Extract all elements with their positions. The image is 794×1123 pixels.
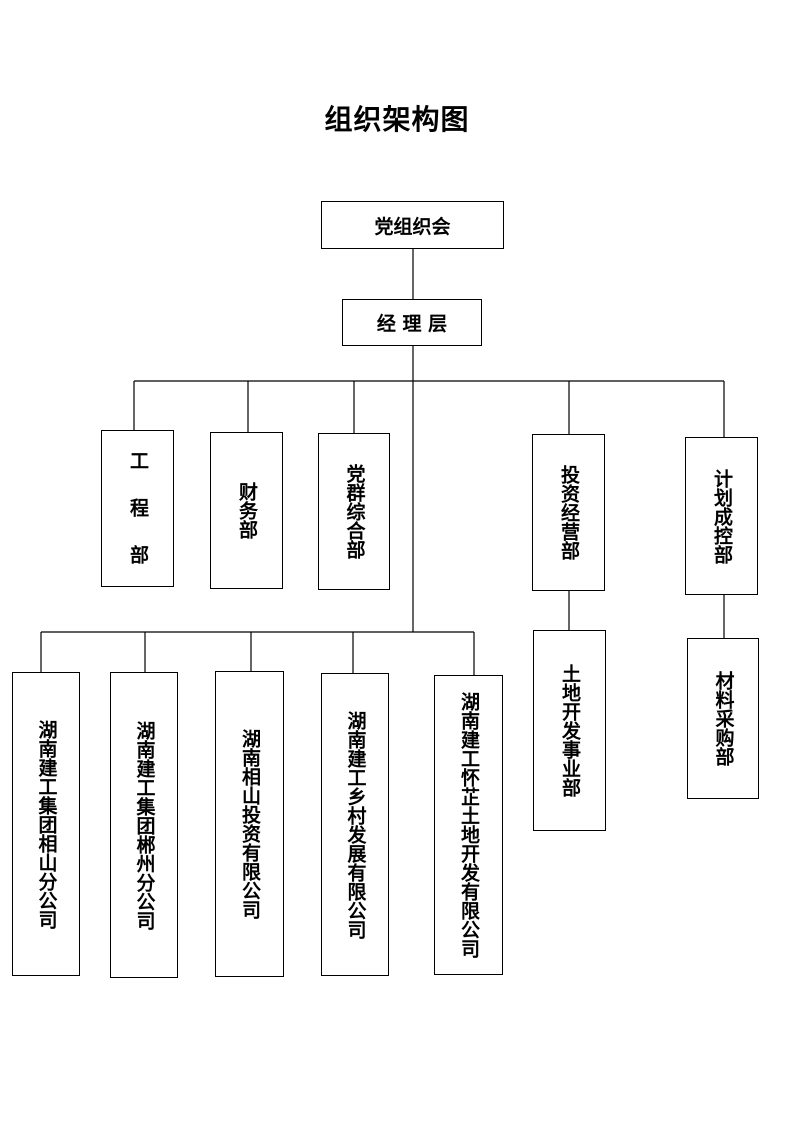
node-label: 经 理 层 xyxy=(376,313,448,335)
node-management: 经 理 层 xyxy=(342,299,482,346)
node-label: 工 程 部 xyxy=(127,450,149,567)
node-label: 湖南建工乡村发展有限公司 xyxy=(344,710,367,939)
node-label: 材料采购部 xyxy=(712,671,735,766)
node-label: 党群综合部 xyxy=(343,464,366,559)
node-label: 湖南建工集团郴州分公司 xyxy=(133,720,156,930)
node-label: 土地开发事业部 xyxy=(559,664,581,797)
node-label: 财务部 xyxy=(236,482,258,539)
node-land-development: 土地开发事业部 xyxy=(533,630,606,831)
node-investment: 投资经营部 xyxy=(532,434,605,591)
node-party-committee: 党组织会 xyxy=(321,201,504,249)
node-finance: 财务部 xyxy=(210,432,283,589)
node-huaizhi-land: 湖南建工怀芷土地开发有限公司 xyxy=(434,675,503,975)
node-label: 党组织会 xyxy=(374,215,451,238)
page-title: 组织架构图 xyxy=(324,103,470,136)
node-label: 湖南建工怀芷土地开发有限公司 xyxy=(458,692,480,958)
node-procurement: 材料采购部 xyxy=(687,638,759,799)
node-planning-cost: 计划成控部 xyxy=(685,437,758,595)
node-xiangshan-investment: 湖南相山投资有限公司 xyxy=(215,671,284,977)
node-label: 湖南建工集团相山分公司 xyxy=(35,719,58,929)
node-party-mass: 党群综合部 xyxy=(318,433,390,590)
node-chenzhou-branch: 湖南建工集团郴州分公司 xyxy=(110,672,178,978)
node-label: 湖南相山投资有限公司 xyxy=(239,729,261,919)
node-label: 投资经营部 xyxy=(558,465,580,560)
node-rural-development: 湖南建工乡村发展有限公司 xyxy=(321,673,389,976)
node-xiangshan-branch: 湖南建工集团相山分公司 xyxy=(12,672,80,976)
node-label: 计划成控部 xyxy=(711,468,733,564)
node-engineering: 工 程 部 xyxy=(101,430,174,587)
